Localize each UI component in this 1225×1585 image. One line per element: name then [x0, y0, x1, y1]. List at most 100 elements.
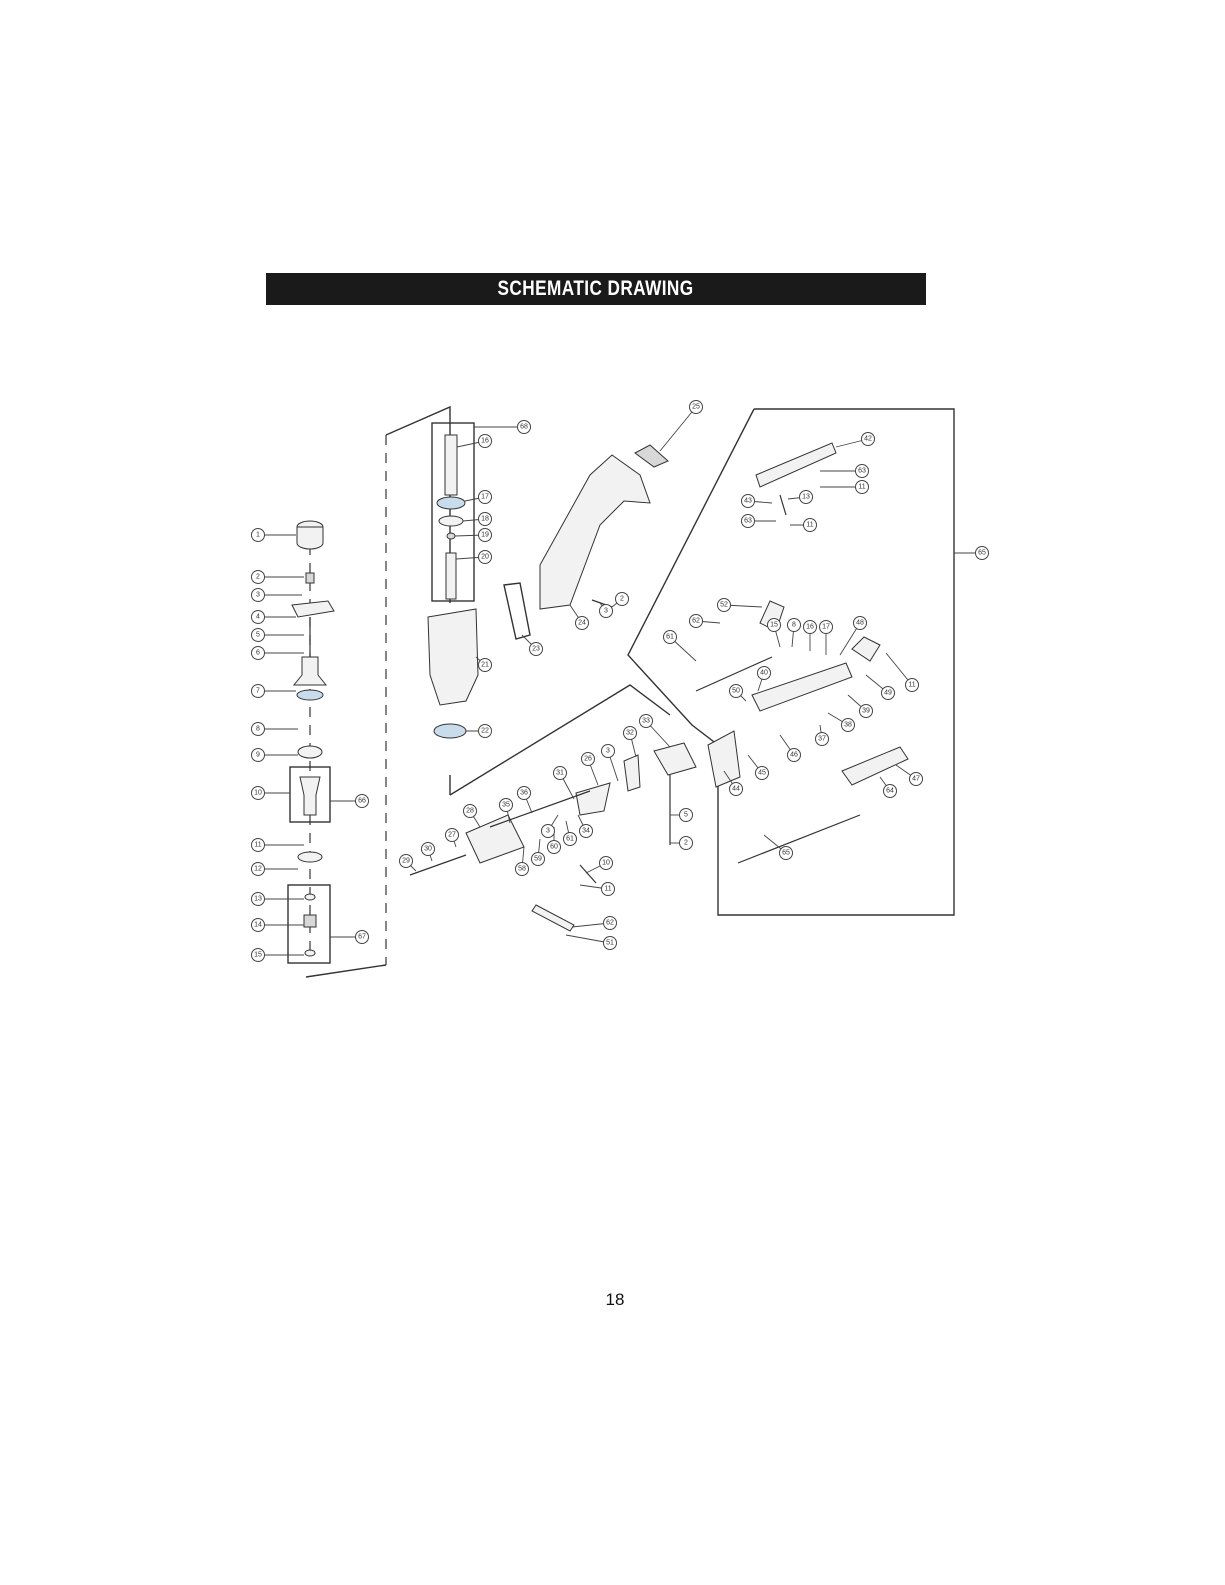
- part-callout: 3: [542, 815, 559, 838]
- callout-label: 11: [254, 842, 261, 849]
- callout-label: 62: [692, 618, 700, 625]
- part-callout: 64: [880, 777, 897, 798]
- part-callout: 28: [464, 805, 481, 828]
- callout-label: 66: [358, 798, 366, 805]
- callout-label: 48: [856, 620, 864, 627]
- callout-label: 11: [604, 886, 611, 893]
- part-callout: 29: [400, 855, 417, 872]
- section-title: SCHEMATIC DRAWING: [498, 277, 694, 301]
- callout-label: 16: [806, 624, 814, 631]
- part-callout: 7: [252, 685, 297, 698]
- callout-label: 8: [256, 726, 260, 733]
- magazine-frame: [628, 409, 954, 915]
- left-valve-assembly: [288, 521, 334, 963]
- callout-label: 63: [744, 518, 752, 525]
- part-callout: 13: [788, 491, 813, 504]
- callout-label: 65: [782, 850, 790, 857]
- callout-label: 5: [684, 812, 688, 819]
- callout-label: 32: [626, 730, 634, 737]
- part-callout: 62: [690, 615, 721, 628]
- part-callout: 39: [848, 695, 873, 718]
- part-callout: 15: [252, 949, 305, 962]
- part-callout: 62: [572, 917, 617, 930]
- callout-label: 45: [758, 770, 766, 777]
- callout-label: 31: [556, 770, 564, 777]
- callout-label: 29: [402, 858, 410, 865]
- callout-label: 62: [606, 920, 614, 927]
- callout-label: 34: [582, 828, 590, 835]
- handle-assembly: [540, 445, 668, 609]
- part-callout: 25: [660, 401, 703, 452]
- part-callout: 16: [804, 621, 817, 652]
- part-callout: 11: [580, 883, 615, 896]
- part-callout: 10: [252, 787, 291, 800]
- callout-label: 2: [684, 840, 688, 847]
- callout-label: 10: [602, 860, 610, 867]
- part-callout: 5: [252, 629, 305, 642]
- part-callout: 10: [586, 857, 613, 874]
- callout-label: 3: [604, 608, 608, 615]
- callout-label: 8: [792, 622, 796, 629]
- part-callout: 34: [578, 815, 593, 838]
- part-callout: 17: [465, 491, 492, 504]
- callout-label: 2: [620, 596, 624, 603]
- part-callout: 23: [522, 635, 543, 656]
- part-callout: 42: [836, 433, 875, 448]
- part-callout: 13: [252, 893, 305, 906]
- callout-label: 5: [256, 632, 260, 639]
- callout-label: 11: [908, 682, 915, 689]
- part-callout: 40: [758, 667, 771, 692]
- callout-label: 50: [732, 688, 740, 695]
- part-callout: 11: [252, 839, 305, 852]
- part-callout: 50: [730, 685, 747, 702]
- part-callout: 31: [554, 767, 575, 800]
- part-callout: 3: [600, 603, 613, 618]
- part-callout: 67: [330, 931, 369, 944]
- part-callout: 58: [516, 847, 529, 876]
- part-callout: 61: [564, 821, 577, 846]
- callout-label: 39: [862, 708, 870, 715]
- part-callout: 5: [670, 809, 693, 822]
- callout-label: 10: [254, 790, 262, 797]
- callout-label: 36: [520, 790, 528, 797]
- callout-label: 63: [858, 468, 866, 475]
- callout-label: 4: [256, 614, 260, 621]
- part-callout: 43: [742, 495, 773, 508]
- callout-label: 16: [481, 438, 489, 445]
- part-callout: 38: [828, 713, 855, 732]
- part-callout: 47: [896, 765, 923, 786]
- callout-label: 43: [744, 498, 752, 505]
- callout-label: 12: [254, 866, 262, 873]
- callout-label: 22: [481, 728, 489, 735]
- part-callout: 59: [532, 839, 545, 866]
- part-callout: 14: [252, 919, 305, 932]
- part-callout: 32: [624, 727, 637, 758]
- callout-label: 19: [481, 532, 489, 539]
- callout-label: 26: [584, 756, 592, 763]
- callout-label: 35: [502, 802, 510, 809]
- callout-label: 1: [256, 532, 260, 539]
- callout-label: 20: [481, 554, 489, 561]
- callout-label: 18: [481, 516, 489, 523]
- callout-label: 25: [692, 404, 700, 411]
- callout-label: 67: [358, 934, 366, 941]
- part-callout: 11: [820, 481, 869, 494]
- callout-leader-line: [660, 407, 696, 451]
- callout-label: 52: [720, 602, 728, 609]
- callout-label: 27: [448, 832, 456, 839]
- callout-label: 49: [884, 690, 892, 697]
- callout-label: 9: [256, 752, 260, 759]
- callout-label: 60: [550, 844, 558, 851]
- callout-label: 28: [466, 808, 474, 815]
- callout-label: 47: [912, 776, 920, 783]
- part-callout: 68: [474, 421, 531, 434]
- part-callout: 63: [820, 465, 869, 478]
- callout-label: 15: [254, 952, 262, 959]
- callout-label: 38: [844, 722, 852, 729]
- part-callout: 45: [748, 755, 769, 780]
- callout-label: 15: [770, 622, 778, 629]
- callout-label: 61: [666, 634, 674, 641]
- callout-label: 37: [818, 736, 826, 743]
- callout-label: 23: [532, 646, 540, 653]
- part-callout: 15: [768, 619, 781, 648]
